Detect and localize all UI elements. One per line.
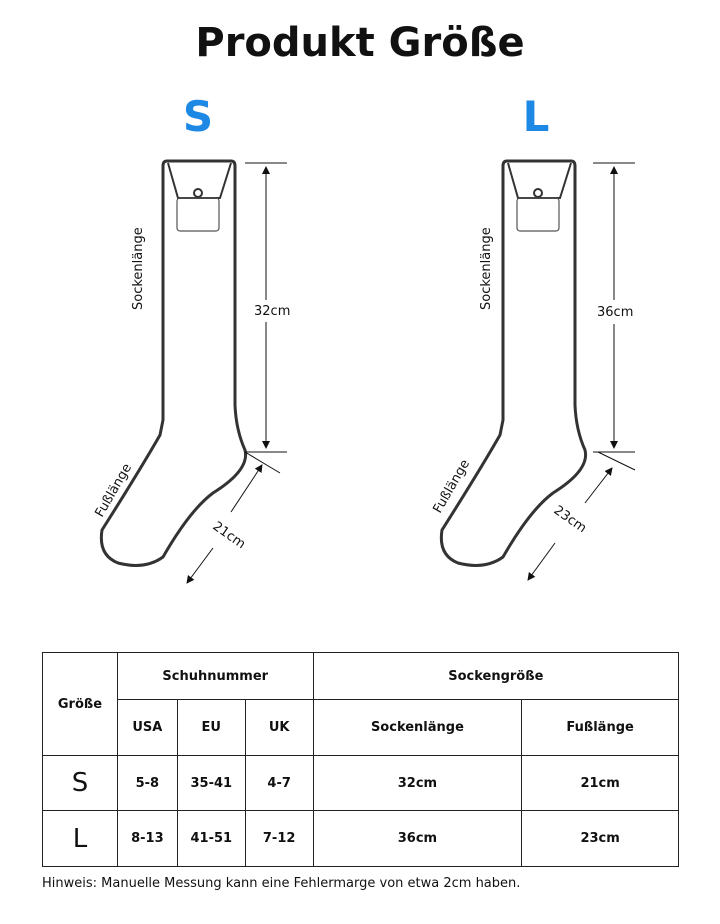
cell-eu: 41-51 (176, 810, 246, 867)
table-row: L 8-13 41-51 7-12 36cm 23cm (42, 810, 679, 867)
page-title: Produkt Größe (195, 20, 525, 66)
size-table: Größe Schuhnummer Sockengröße USA EU UK … (42, 652, 680, 867)
sock-length-s: 32cm (254, 304, 290, 319)
cell-eu: 35-41 (176, 755, 246, 811)
sock-length-label-s: Sockenlänge (131, 227, 146, 310)
size-label-s: S (182, 92, 214, 141)
sock-length-l: 36cm (597, 305, 633, 320)
cell-uk: 4-7 (244, 755, 314, 811)
header-shoe: Schuhnummer (116, 652, 314, 700)
cell-sock-length: 32cm (312, 755, 523, 811)
size-label-l: L (522, 92, 550, 141)
note: Hinweis: Manuelle Messung kann eine Fehl… (42, 876, 521, 891)
sock-length-label-l: Sockenlänge (479, 227, 494, 310)
header-sock: Sockengröße (312, 652, 680, 700)
cell-foot-length: 23cm (521, 810, 679, 867)
subheader-sock-length: Sockenlänge (312, 699, 523, 756)
subheader-usa: USA (116, 699, 178, 756)
foot-length-s: 21cm (210, 519, 248, 552)
cell-usa: 8-13 (116, 810, 178, 867)
cell-sock-length: 36cm (312, 810, 523, 867)
subheader-foot-length: Fußlänge (521, 699, 679, 756)
sock-s: 32cm 21cm Sockenlänge Fußlänge (92, 159, 290, 584)
subheader-eu: EU (176, 699, 246, 756)
header-size: Größe (42, 652, 118, 756)
foot-length-l: 23cm (551, 503, 589, 536)
cell-uk: 7-12 (244, 810, 314, 867)
foot-length-label-l: Fußlänge (430, 457, 473, 516)
table-row: S 5-8 35-41 4-7 32cm 21cm (42, 755, 679, 811)
cell-size: L (42, 810, 118, 867)
cell-usa: 5-8 (116, 755, 178, 811)
subheader-uk: UK (244, 699, 314, 756)
cell-foot-length: 21cm (521, 755, 679, 811)
sock-l: 36cm 23cm Sockenlänge Fußlänge (430, 159, 636, 581)
cell-size: S (42, 755, 118, 811)
sock-diagrams: 32cm 21cm Sockenlänge Fußlänge 36cm 23cm… (92, 159, 636, 584)
